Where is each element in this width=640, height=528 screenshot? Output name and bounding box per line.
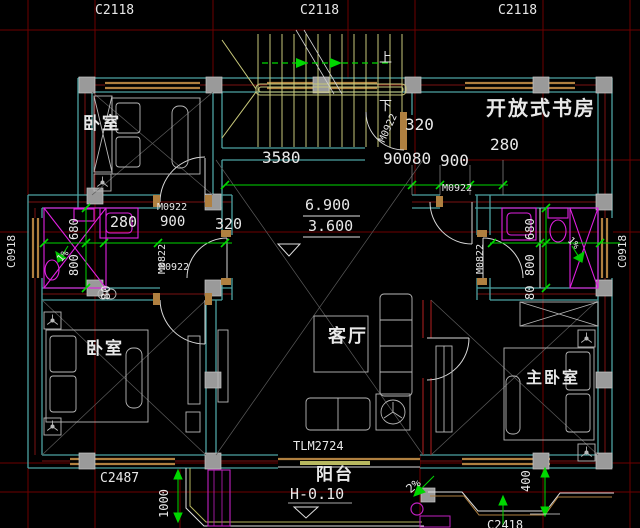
room-label-bedroom1: 卧室 xyxy=(83,114,121,134)
dim-stair-span: 3580 xyxy=(262,148,301,167)
window-label-c2118-2: C2118 xyxy=(300,3,340,18)
room-label-master: 主卧室 xyxy=(526,368,581,387)
level-lower: 3.600 xyxy=(308,217,354,235)
window-label-c2418: C2418 xyxy=(487,518,524,528)
dim-bath-left-800: 800 xyxy=(67,254,81,276)
door-label-corridor-right: M0922 xyxy=(442,183,473,194)
dim-bath-right-80: 80 xyxy=(523,285,537,300)
dim-900-80: 90080 xyxy=(383,149,432,168)
slope-arrows xyxy=(55,245,585,263)
dim-bed1-door-width: 900 xyxy=(160,214,186,230)
sliding-door-linework xyxy=(278,456,420,468)
bed-bedroom1 xyxy=(93,95,201,175)
dim-bath-left-80: 80 xyxy=(99,285,113,300)
stairs xyxy=(221,29,407,147)
stair-down-label: 下 xyxy=(379,99,393,114)
stair-up-label: 上 xyxy=(379,51,393,66)
bath-fixtures xyxy=(43,207,599,289)
room-label-bedroom2: 卧室 xyxy=(86,339,124,359)
stair-direction-line xyxy=(262,58,388,68)
dim-900: 900 xyxy=(440,151,469,170)
bed-master xyxy=(435,301,599,441)
balcony-bay xyxy=(185,468,614,528)
sofa-set-living xyxy=(217,293,413,431)
window-label-c0918-left: C0918 xyxy=(5,234,18,268)
door-bedroom1 xyxy=(153,156,212,207)
dimension-lines xyxy=(39,160,620,527)
room-label-study: 开放式书房 xyxy=(486,96,596,120)
doors xyxy=(153,111,524,381)
room-label-living: 客厅 xyxy=(328,326,368,347)
door-bath-right xyxy=(477,230,524,285)
window-label-c2487: C2487 xyxy=(100,471,140,486)
door-master xyxy=(426,337,470,381)
door-label-m0822-right: M0822 xyxy=(475,243,486,274)
door-bath-left xyxy=(186,230,231,285)
dim-bay-400: 400 xyxy=(519,470,533,492)
dim-stair-320: 320 xyxy=(405,115,434,134)
dim-bath-right-800: 800 xyxy=(523,254,537,276)
window-label-c2118-1: C2118 xyxy=(95,3,135,18)
diagonal-guides xyxy=(41,91,599,456)
bed-bedroom2 xyxy=(45,288,201,433)
door-label-bed1: M0922 xyxy=(157,202,188,213)
window-label-c0918-right: C0918 xyxy=(616,234,629,268)
door-label-bath-lower-left: M0922 xyxy=(159,262,190,273)
sliding-door-label: TLM2724 xyxy=(293,439,344,453)
dim-bath-left-280: 280 xyxy=(110,213,138,231)
balcony-slope-arrow xyxy=(413,475,435,497)
window-label-c2118-3: C2118 xyxy=(498,3,538,18)
bath-right xyxy=(501,207,599,289)
bay-green-mark xyxy=(498,494,508,527)
furniture xyxy=(43,95,599,462)
master-partition-wall xyxy=(422,300,432,455)
dim-bath-left-680: 680 xyxy=(67,218,81,240)
dim-bath-right-680: 680 xyxy=(523,218,537,240)
dim-study-280: 280 xyxy=(490,135,519,154)
door-label-m0822-left: M0822 xyxy=(157,243,168,274)
door-bedroom2 xyxy=(153,293,212,345)
columns xyxy=(78,76,613,503)
door-stair xyxy=(365,111,407,151)
dim-balcony-1000: 1000 xyxy=(157,489,171,518)
door-corridor-right xyxy=(429,196,473,245)
level-symbols xyxy=(276,215,360,519)
bath-left xyxy=(43,207,139,289)
level-balcony: H-0.10 xyxy=(290,485,345,503)
room-label-balcony: 阳台 xyxy=(316,465,354,485)
dim-bath-left-320: 320 xyxy=(215,215,243,233)
dim-1000 xyxy=(173,468,183,524)
dim-400 xyxy=(530,466,560,518)
level-upper: 6.900 xyxy=(305,196,351,214)
